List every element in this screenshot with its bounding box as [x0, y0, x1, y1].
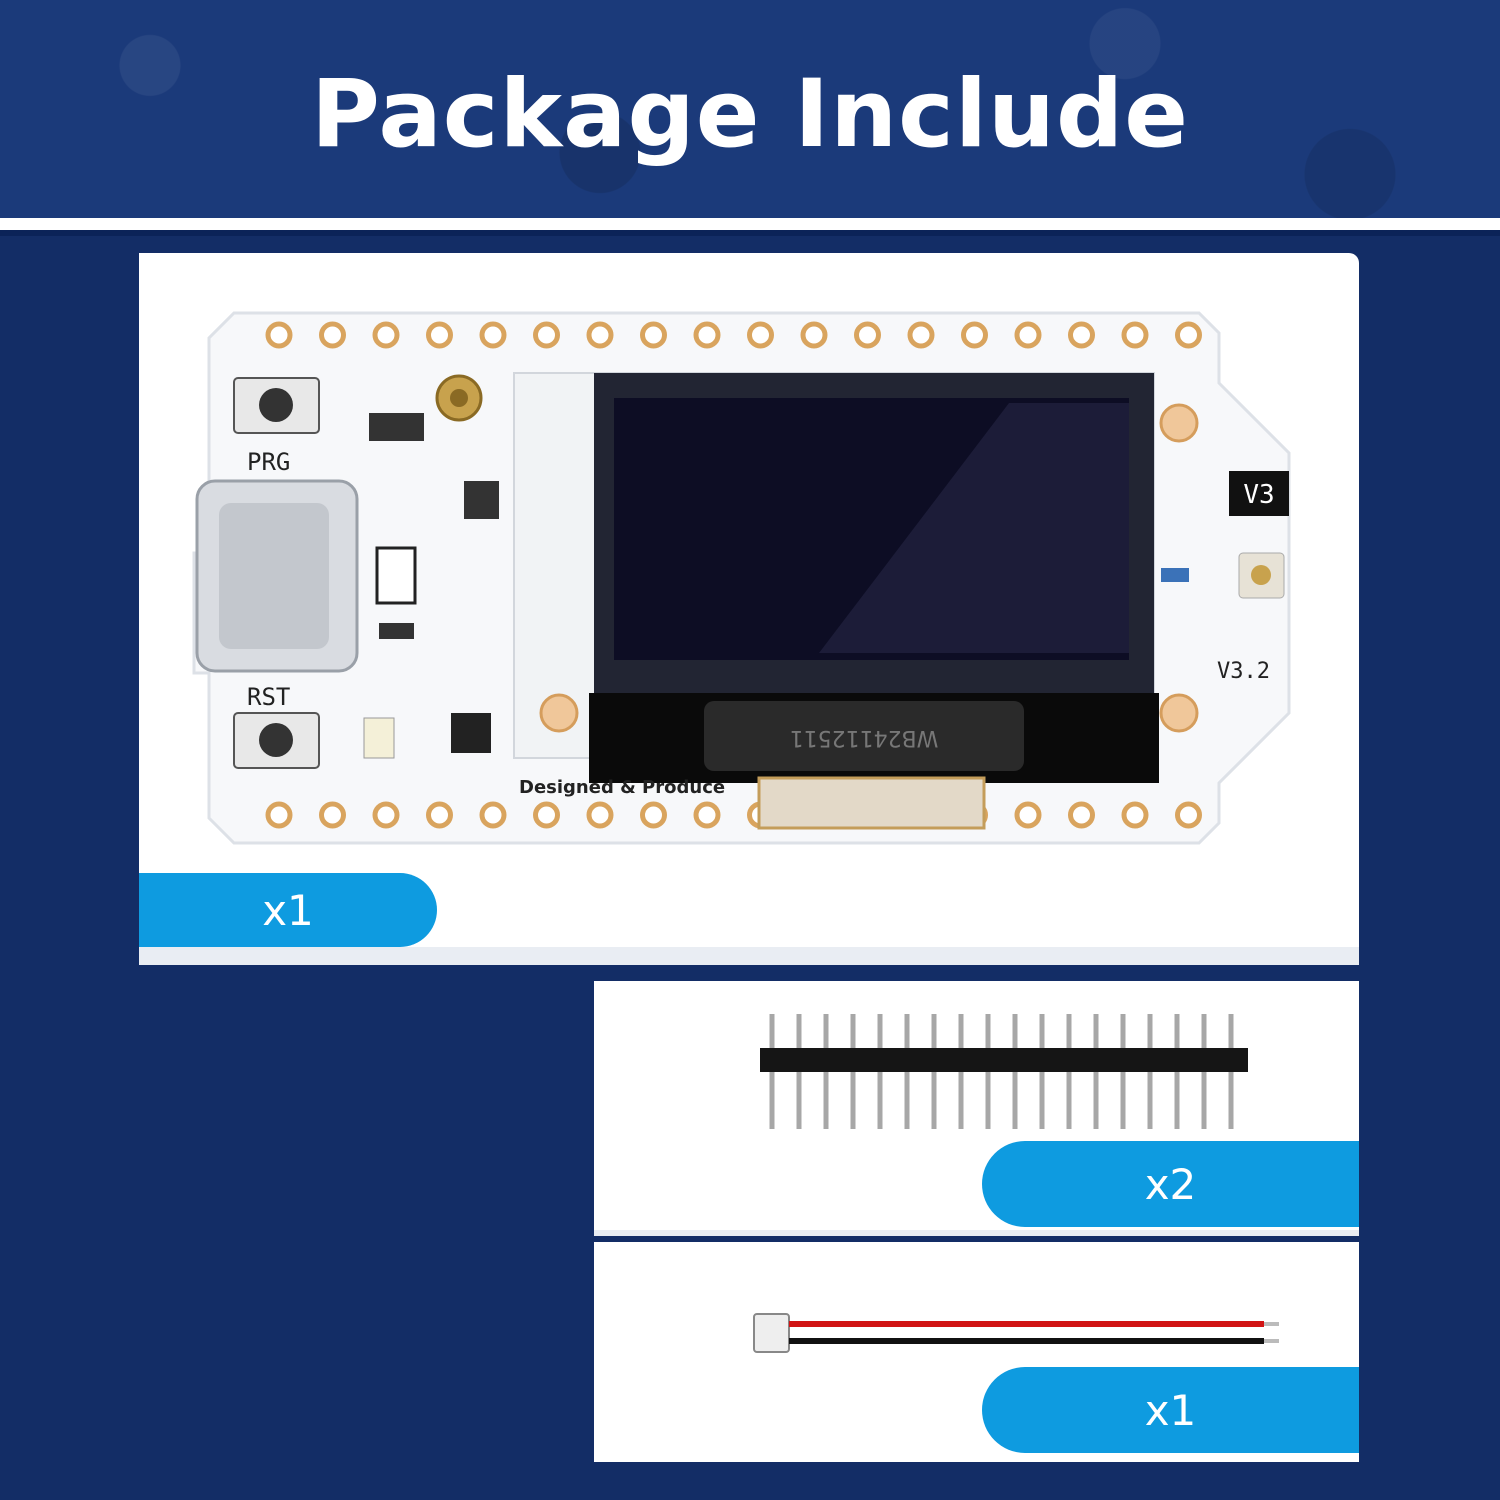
chip: [369, 413, 424, 441]
header-hole: [265, 321, 293, 349]
header-hole: [1121, 321, 1149, 349]
chip: [464, 481, 499, 519]
header-hole: [586, 801, 614, 829]
jst-connector: [753, 1313, 790, 1353]
header-hole: [1014, 801, 1042, 829]
header-hole: [640, 321, 667, 349]
header-hole: [1068, 801, 1095, 829]
header-holes-top: [265, 321, 1202, 349]
prg-label: PRG: [247, 448, 290, 476]
header-hole: [372, 321, 400, 349]
flex-cable: [757, 776, 986, 830]
header-banner: [0, 0, 1500, 218]
header-hole: [1175, 321, 1202, 349]
header-hole: [479, 321, 507, 349]
header-hole: [586, 321, 614, 349]
oled-ribbon: [704, 701, 1024, 771]
item-panel-board: PRG RST WB24112511 Designed & Produce V3: [139, 253, 1359, 965]
rst-button-cap: [259, 723, 293, 757]
led: [363, 717, 395, 759]
version-label: V3.2: [1217, 659, 1270, 684]
v3-label: V3: [1243, 480, 1274, 510]
header-hole: [319, 321, 346, 349]
header-hole: [854, 321, 881, 349]
ic-chip: [451, 713, 491, 753]
header-hole: [1121, 801, 1149, 829]
item-panel-cable: x1: [594, 1242, 1359, 1462]
antenna-connector-center: [450, 389, 468, 407]
quantity-badge: x2: [982, 1141, 1359, 1227]
quantity-badge: x1: [982, 1367, 1359, 1453]
header-hole: [1175, 801, 1202, 829]
header-body: [760, 1048, 1248, 1072]
smd-component: [1161, 568, 1189, 582]
header-hole: [747, 321, 774, 349]
header-hole: [426, 321, 453, 349]
ribbon-label: WB24112511: [790, 725, 939, 750]
cable-image: [753, 1313, 1279, 1353]
header-hole: [426, 801, 453, 829]
header-hole: [961, 321, 988, 349]
header-hole: [533, 801, 560, 829]
designed-label: Designed & Produce: [519, 777, 725, 798]
divider: [0, 218, 1500, 230]
rst-label: RST: [247, 683, 290, 711]
divider-shadow: [0, 230, 1500, 236]
dev-board-image: PRG RST WB24112511 Designed & Produce V3: [192, 311, 1291, 845]
header-hole: [1068, 321, 1095, 349]
header-hole: [693, 321, 721, 349]
header-hole: [265, 801, 293, 829]
header-hole: [640, 801, 667, 829]
mount-hole: [1159, 693, 1199, 733]
header-hole: [319, 801, 346, 829]
header-hole: [800, 321, 828, 349]
pin-header-image: [760, 1014, 1248, 1129]
header-hole: [1014, 321, 1042, 349]
item-panel-pin-header: x2: [594, 981, 1359, 1236]
mount-hole: [1159, 403, 1199, 443]
header-hole: [479, 801, 507, 829]
page-title: Package Include: [310, 60, 1190, 169]
chip-socket: [375, 546, 417, 605]
screen-reflection: [819, 403, 1129, 653]
usb-c-inner: [219, 503, 329, 649]
quantity-badge: x1: [139, 873, 437, 947]
v3-badge: [1229, 471, 1289, 516]
capacitor: [379, 623, 414, 639]
prg-button-cap: [259, 388, 293, 422]
header-hole: [907, 321, 935, 349]
mount-hole: [539, 693, 579, 733]
header-hole: [533, 321, 560, 349]
header-hole: [693, 801, 721, 829]
header-hole: [372, 801, 400, 829]
panel-edge: [139, 947, 1359, 965]
ipex-center: [1251, 565, 1271, 585]
